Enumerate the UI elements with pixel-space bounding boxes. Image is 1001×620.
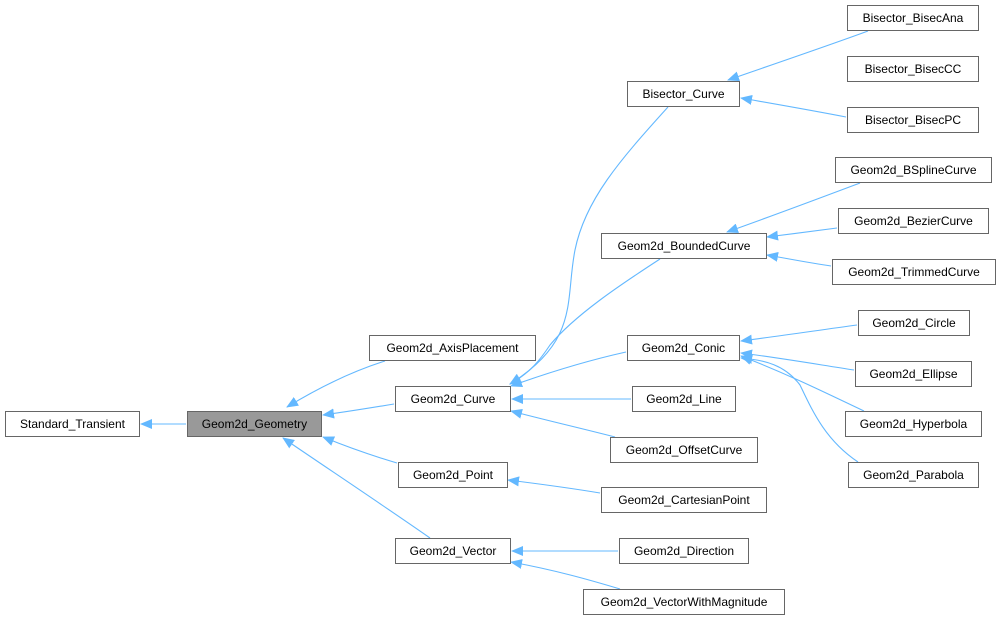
node-geom2d-vectorwithmagnitude[interactable]: Geom2d_VectorWithMagnitude <box>583 589 785 615</box>
edge-geom2d-boundedcurve-to-geom2d-curve <box>509 258 661 385</box>
node-geom2d-point[interactable]: Geom2d_Point <box>398 462 508 488</box>
node-geom2d-offsetcurve[interactable]: Geom2d_OffsetCurve <box>610 437 758 463</box>
edge-geom2d-curve-to-geom2d-geometry <box>322 403 395 419</box>
edge-geom2d-cartesianpoint-to-geom2d-point <box>507 476 601 494</box>
node-geom2d-line[interactable]: Geom2d_Line <box>632 386 736 412</box>
node-geom2d-hyperbola[interactable]: Geom2d_Hyperbola <box>845 411 982 437</box>
edge-bisector-bisecpc-to-bisector-curve <box>740 94 847 118</box>
edge-bisector-bisecana-to-bisector-curve <box>727 30 869 82</box>
node-geom2d-trimmedcurve[interactable]: Geom2d_TrimmedCurve <box>832 259 996 285</box>
node-geom2d-bsplinecurve[interactable]: Geom2d_BSplineCurve <box>835 157 992 183</box>
edge-geom2d-circle-to-geom2d-conic <box>740 324 858 345</box>
edge-geom2d-vector-to-geom2d-geometry <box>282 437 431 539</box>
node-bisector-bisecpc[interactable]: Bisector_BisecPC <box>847 107 979 133</box>
edge-geom2d-bsplinecurve-to-geom2d-boundedcurve <box>726 182 861 234</box>
edge-geom2d-point-to-geom2d-geometry <box>322 436 398 464</box>
edge-geom2d-offsetcurve-to-geom2d-curve <box>510 408 616 438</box>
node-geom2d-parabola[interactable]: Geom2d_Parabola <box>848 462 979 488</box>
edge-bisector-curve-to-geom2d-curve <box>509 106 669 385</box>
node-geom2d-curve[interactable]: Geom2d_Curve <box>395 386 511 412</box>
node-standard-transient[interactable]: Standard_Transient <box>5 411 140 437</box>
node-bisector-bisechh[interactable]: Bisector_BisecCC <box>847 56 979 82</box>
edge-geom2d-ellipse-to-geom2d-conic <box>740 349 855 371</box>
node-geom2d-ellipse[interactable]: Geom2d_Ellipse <box>855 361 972 387</box>
node-bisector-curve[interactable]: Bisector_Curve <box>627 81 740 107</box>
edge-geom2d-parabola-to-geom2d-conic <box>740 353 859 463</box>
node-geom2d-direction[interactable]: Geom2d_Direction <box>619 538 749 564</box>
node-geom2d-beziercurve[interactable]: Geom2d_BezierCurve <box>838 208 989 234</box>
node-bisector-bisecana[interactable]: Bisector_BisecAna <box>847 5 979 31</box>
edge-geom2d-axisplacement-to-geom2d-geometry <box>286 360 386 408</box>
node-geom2d-geometry[interactable]: Geom2d_Geometry <box>187 411 322 437</box>
node-geom2d-circle[interactable]: Geom2d_Circle <box>858 310 970 336</box>
edge-geom2d-hyperbola-to-geom2d-conic <box>740 355 865 412</box>
node-geom2d-boundedcurve[interactable]: Geom2d_BoundedCurve <box>601 233 767 259</box>
node-geom2d-axisplacement[interactable]: Geom2d_AxisPlacement <box>369 335 536 361</box>
node-geom2d-cartesianpoint[interactable]: Geom2d_CartesianPoint <box>601 487 767 513</box>
node-geom2d-conic[interactable]: Geom2d_Conic <box>627 335 740 361</box>
edge-geom2d-vectorwithmagnitude-to-geom2d-vector <box>510 559 621 590</box>
edge-geom2d-beziercurve-to-geom2d-boundedcurve <box>766 227 838 241</box>
edge-geom2d-conic-to-geom2d-curve <box>510 351 627 387</box>
node-geom2d-vector[interactable]: Geom2d_Vector <box>395 538 511 564</box>
edge-geom2d-trimmedcurve-to-geom2d-boundedcurve <box>766 251 832 267</box>
